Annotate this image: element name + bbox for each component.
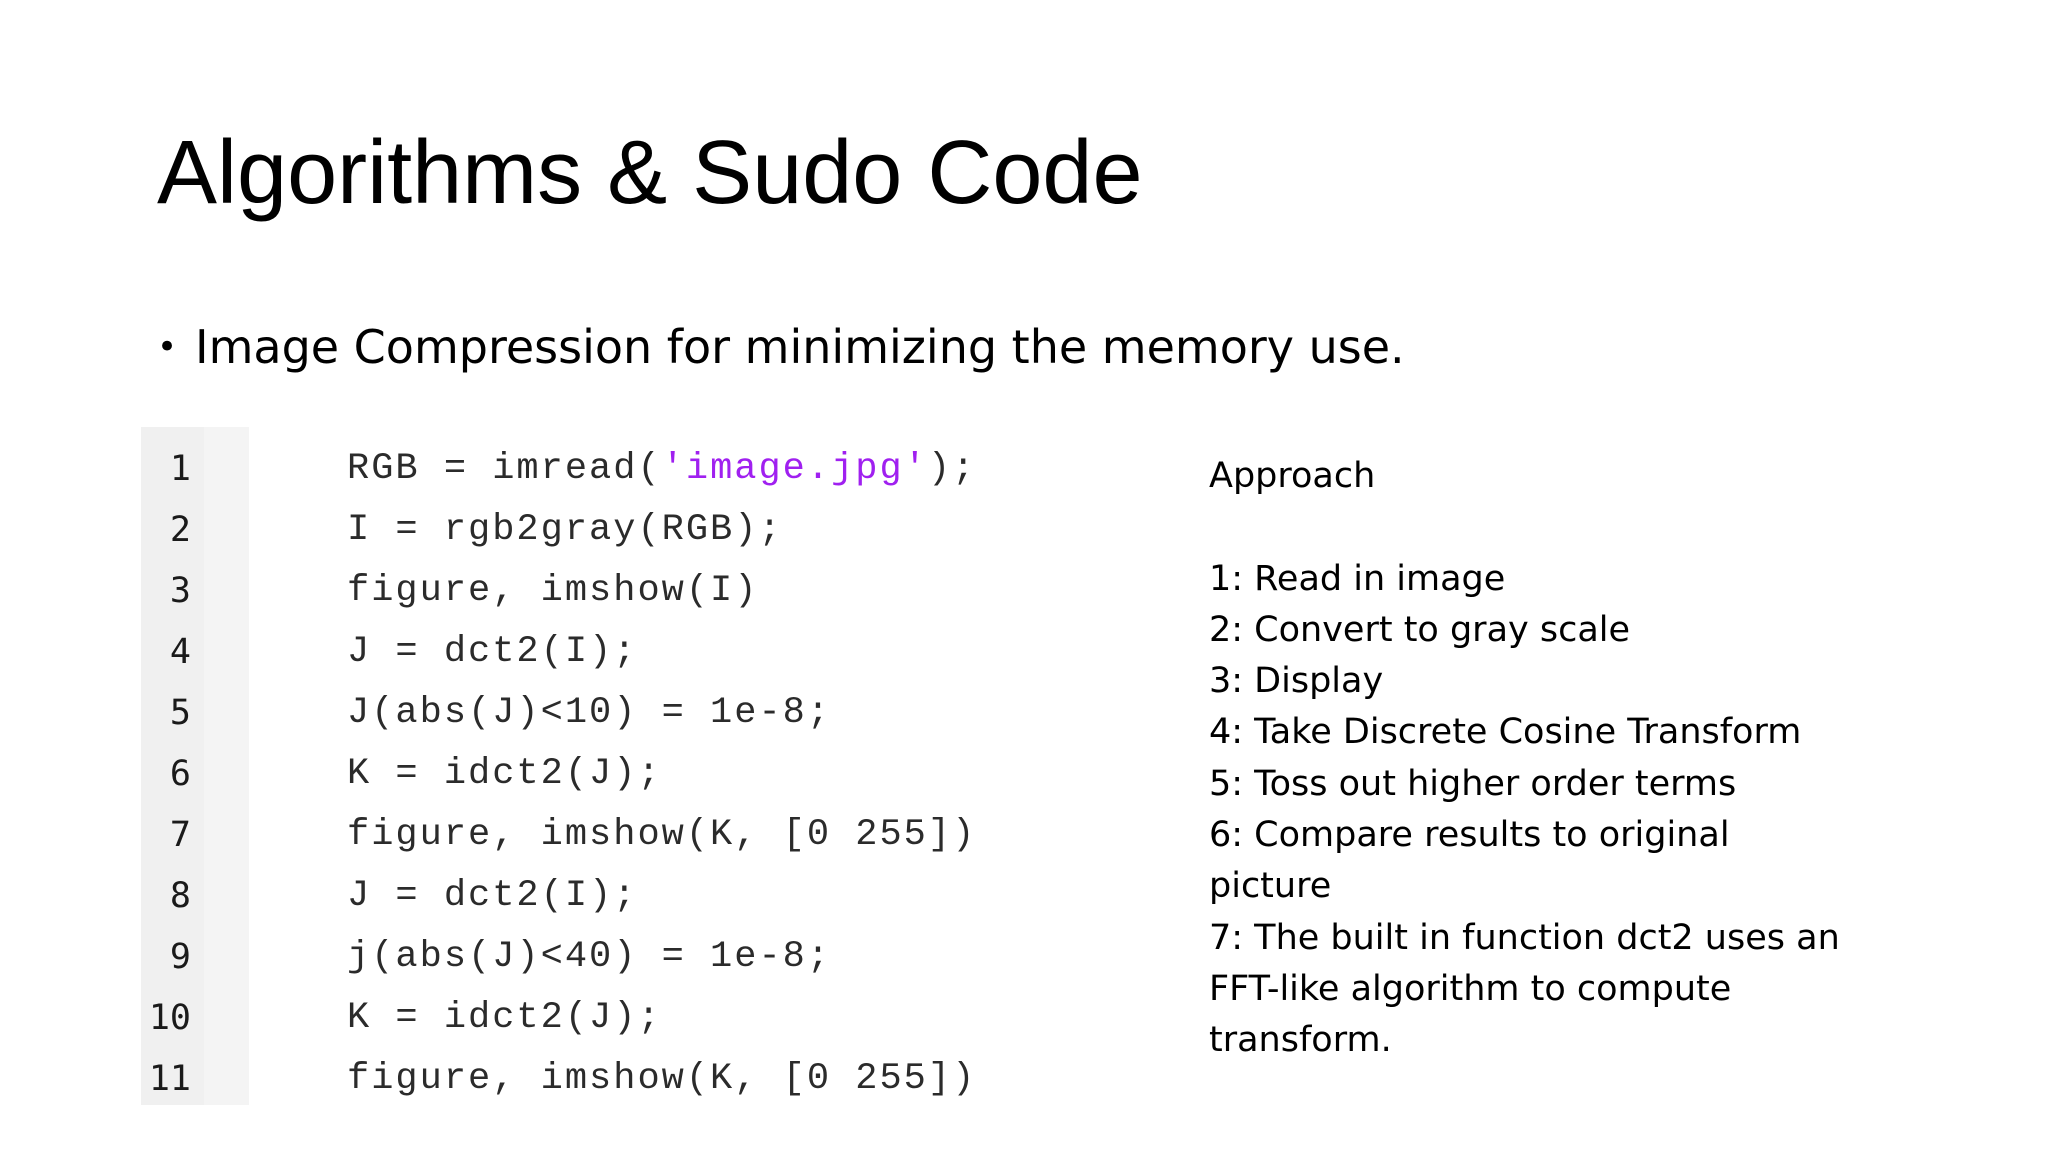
code-text: figure, imshow(I) [347, 570, 759, 612]
code-line: 9 j(abs(J)<40) = 1e-8; [141, 927, 1071, 988]
approach-step: 3: Display [1209, 661, 1384, 702]
approach-step: 5: Toss out higher order terms [1209, 763, 1737, 804]
code-folding-gutter [204, 427, 249, 1105]
line-number: 4 [169, 632, 191, 672]
code-text: J(abs(J)<10) = 1e-8; [347, 692, 832, 734]
code-text: K = idct2(J); [347, 997, 662, 1039]
code-line: 1 RGB = imread('image.jpg'); [141, 439, 1071, 500]
line-number: 5 [169, 693, 191, 733]
line-number-gutter [141, 427, 204, 1105]
code-line: 11 figure, imshow(K, [0 255]) [141, 1049, 1071, 1110]
approach-step: picture [1209, 866, 1332, 907]
code-line: 3 figure, imshow(I) [141, 561, 1071, 622]
line-number: 8 [169, 876, 191, 916]
line-number: 9 [169, 937, 191, 977]
code-text: figure, imshow(K, [0 255]) [347, 1058, 977, 1100]
code-text: I = rgb2gray(RGB); [347, 509, 783, 551]
code-line: 5 J(abs(J)<10) = 1e-8; [141, 683, 1071, 744]
line-number: 2 [169, 510, 191, 550]
code-line: 6 K = idct2(J); [141, 744, 1071, 805]
code-text: J = dct2(I); [347, 875, 638, 917]
code-line: 10 K = idct2(J); [141, 988, 1071, 1049]
code-line: 8 J = dct2(I); [141, 866, 1071, 927]
code-string-literal: 'image.jpg' [661, 448, 928, 490]
code-text: J = dct2(I); [347, 631, 638, 673]
code-text: K = idct2(J); [347, 753, 662, 795]
line-number: 11 [148, 1059, 191, 1099]
slide-title: Algorithms & Sudo Code [157, 123, 1143, 223]
approach-title: Approach [1209, 456, 1376, 496]
line-number: 6 [169, 754, 191, 794]
bullet-text: Image Compression for minimizing the mem… [195, 320, 1405, 374]
approach-notes: Approach 1: Read in image 2: Convert to … [1209, 451, 1840, 1067]
code-lines: 1 RGB = imread('image.jpg'); 2 I = rgb2g… [141, 439, 1071, 1110]
approach-step: 4: Take Discrete Cosine Transform [1209, 712, 1802, 753]
approach-step: transform. [1209, 1020, 1392, 1061]
line-number: 1 [169, 449, 191, 489]
code-line: 4 J = dct2(I); [141, 622, 1071, 683]
approach-step: 1: Read in image [1209, 558, 1506, 599]
approach-step: 6: Compare results to original [1209, 815, 1730, 856]
line-number: 3 [169, 571, 191, 611]
bullet-icon: • [157, 327, 178, 367]
line-number: 10 [148, 998, 191, 1038]
bullet-item: • Image Compression for minimizing the m… [157, 311, 1405, 383]
code-line: 2 I = rgb2gray(RGB); [141, 500, 1071, 561]
approach-step: FFT-like algorithm to compute [1209, 968, 1732, 1009]
code-line: 7 figure, imshow(K, [0 255]) [141, 805, 1071, 866]
approach-step: 2: Convert to gray scale [1209, 609, 1631, 650]
code-screenshot: 1 RGB = imread('image.jpg'); 2 I = rgb2g… [141, 427, 1071, 1105]
approach-step: 7: The built in function dct2 uses an [1209, 917, 1840, 958]
code-text: figure, imshow(K, [0 255]) [347, 814, 977, 856]
code-text: j(abs(J)<40) = 1e-8; [347, 936, 832, 978]
line-number: 7 [169, 815, 191, 855]
code-text: RGB = imread('image.jpg'); [347, 448, 977, 490]
